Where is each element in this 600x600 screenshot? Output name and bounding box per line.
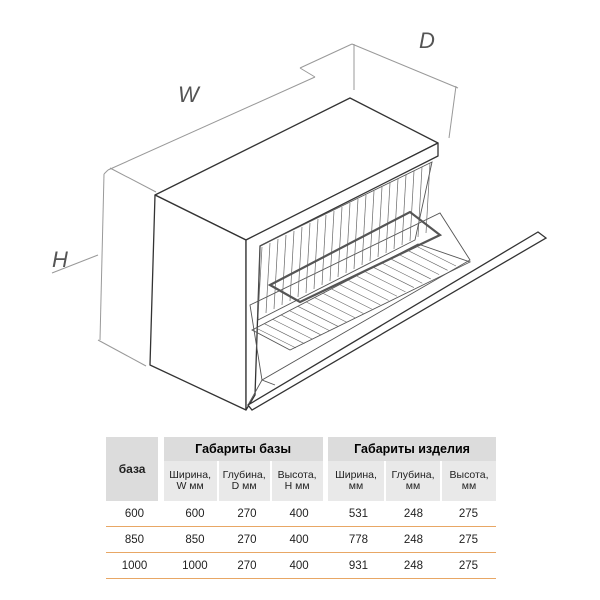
table-cell: 1000 — [121, 559, 148, 572]
rack-wire — [425, 162, 431, 234]
table-cell: 275 — [458, 533, 479, 546]
rack-wire — [401, 174, 407, 246]
sub-header-product-depth: Глубина,мм — [384, 461, 441, 501]
tray-wire — [297, 306, 339, 327]
tray-wire — [323, 293, 364, 314]
table-row: 1000 1000 270 400 931 248 275 — [106, 553, 496, 579]
rack-wire — [409, 170, 415, 242]
tray-wire — [264, 323, 305, 344]
tray-wire — [289, 310, 330, 332]
sub-header-base-height: Высота,H мм — [269, 461, 323, 501]
sub-header-base-depth: Глубина,D мм — [216, 461, 270, 501]
table-cell: 248 — [403, 559, 424, 572]
table-cell: 1000 — [182, 559, 208, 572]
tray-wire — [365, 271, 406, 293]
table-cell: 270 — [237, 559, 257, 572]
product-dimensions-header: Габариты изделия — [328, 437, 497, 461]
rack-wire — [337, 206, 343, 278]
cabinet-dryer-drawing: W D H — [51, 28, 548, 411]
table-cell: 600 — [124, 507, 145, 520]
dimensions-table: база Габариты базы Ширина,W мм Глубина,D… — [106, 437, 497, 579]
table-cell: 275 — [458, 559, 479, 572]
table-cell: 400 — [289, 559, 309, 572]
tray-wire — [255, 327, 297, 349]
sub-header-base-width: Ширина,W мм — [163, 461, 217, 501]
rack-wire — [313, 218, 319, 290]
sub-header-product-height: Высота,мм — [440, 461, 497, 501]
rack-wire — [257, 246, 263, 318]
tray-wire — [348, 280, 389, 301]
rack-wire — [345, 202, 351, 274]
table-cell: 531 — [348, 507, 369, 520]
tray-wire — [356, 275, 398, 297]
tray-wire — [399, 254, 440, 275]
tray-wire — [407, 250, 448, 271]
table-cell: 850 — [124, 533, 145, 546]
rack-wire — [273, 238, 279, 310]
table-cell: 400 — [289, 507, 309, 520]
tray-wire — [272, 319, 313, 340]
rack-wire — [353, 198, 359, 270]
depth-dim-label: D — [419, 28, 435, 53]
table-cell: 850 — [185, 533, 205, 546]
table-cell: 248 — [403, 533, 424, 546]
width-dim-label: W — [178, 82, 201, 107]
base-dimensions-header: Габариты базы — [163, 437, 323, 461]
tray-wire — [415, 245, 457, 267]
base-header: база — [106, 437, 159, 501]
rack-wire — [369, 190, 375, 262]
table-cell: 931 — [348, 559, 369, 572]
tray-wire — [340, 284, 381, 306]
rack-wire — [297, 226, 303, 298]
rack-wire — [321, 214, 327, 286]
rack-wire — [265, 242, 271, 314]
table-row: 850 850 270 400 778 248 275 — [106, 527, 496, 553]
table-cell: 248 — [403, 507, 424, 520]
tray-wire — [373, 267, 415, 288]
rack-wire — [289, 230, 295, 302]
tray-wire — [382, 262, 423, 284]
table-cell: 270 — [237, 507, 257, 520]
tray-wire — [314, 297, 356, 319]
rack-wire — [361, 194, 367, 266]
rack-wire — [305, 222, 311, 294]
rack-wire — [417, 166, 423, 238]
tray-wire — [331, 288, 372, 310]
tray-wire — [306, 301, 347, 323]
sub-header-product-width: Ширина,мм — [328, 461, 385, 501]
table-cell: 400 — [289, 533, 309, 546]
rack-wire — [329, 210, 335, 282]
table-row: 600 600 270 400 531 248 275 — [106, 501, 496, 527]
table-cell: 275 — [458, 507, 479, 520]
height-dim-label: H — [52, 247, 68, 272]
rack-wire — [393, 178, 399, 250]
rack-wire — [385, 182, 391, 254]
table-cell: 600 — [185, 507, 205, 520]
tray-wire — [281, 314, 322, 336]
tray-wire — [390, 258, 431, 280]
rack-wire — [377, 186, 383, 258]
table-cell: 778 — [348, 533, 369, 546]
table-cell: 270 — [237, 533, 257, 546]
